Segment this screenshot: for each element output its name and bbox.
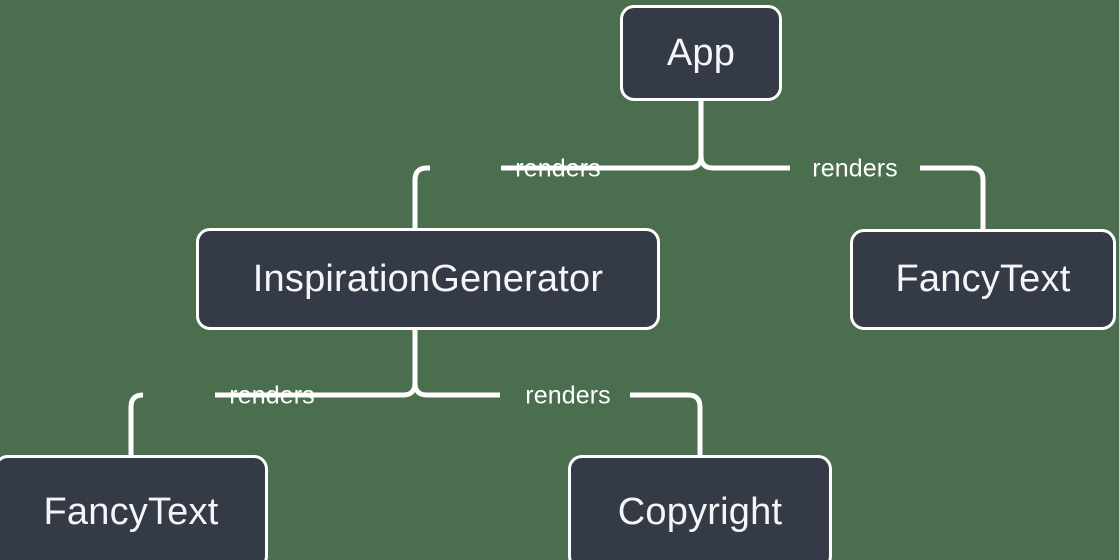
edge-inspiration-generator-to-copyright-tail <box>630 392 703 455</box>
edge-inspiration-generator-to-copyright <box>412 382 500 398</box>
edge-inspiration-generator-to-fancytext-bottom-tail <box>128 392 144 455</box>
edge-label-app-to-fancytext-right: renders <box>812 154 898 183</box>
node-app[interactable]: App <box>620 5 782 101</box>
node-fancytext-right[interactable]: FancyText <box>850 229 1116 330</box>
edge-app-to-inspiration-generator-tail <box>412 165 430 228</box>
edge-label-app-to-inspiration-generator: renders <box>515 154 601 183</box>
node-inspiration-generator[interactable]: InspirationGenerator <box>196 228 660 330</box>
edge-label-inspiration-generator-to-fancytext-bottom: renders <box>229 381 315 410</box>
node-copyright[interactable]: Copyright <box>568 455 832 560</box>
edge-app-to-fancytext-right-tail <box>920 165 986 229</box>
edge-app-to-fancytext-right <box>698 155 790 171</box>
edge-label-inspiration-generator-to-copyright: renders <box>525 381 611 410</box>
node-fancytext-bottom[interactable]: FancyText <box>0 455 268 560</box>
